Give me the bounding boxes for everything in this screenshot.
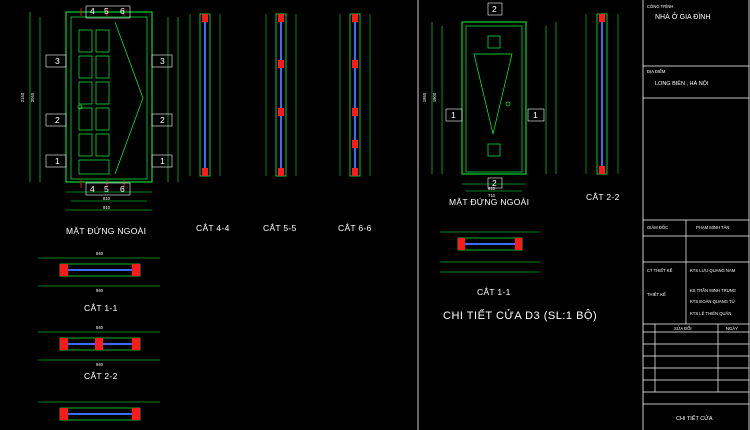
- left-bottom-mark-5: 5: [104, 184, 110, 194]
- section-5-5-strip: [265, 13, 297, 177]
- right-side-mark-2: 2: [160, 115, 166, 125]
- right-height-dim-inner: 1900: [432, 92, 438, 103]
- right-top-mark: 2: [492, 4, 498, 14]
- left-plan-sections: [38, 257, 160, 421]
- left-height-dim-inner: 2060: [30, 92, 36, 103]
- project-name: NHÀ Ở GIA ĐÌNH: [655, 14, 711, 21]
- right-side-mark-3: 3: [160, 56, 166, 66]
- section-6-6-strip: [339, 13, 371, 177]
- chief-design-label: CT THIẾT KẾ: [647, 268, 673, 273]
- plan-2-2-dim-outer: 940: [96, 362, 103, 367]
- detail-title: CHI TIẾT CỬA D3 (SL:1 BỘ): [443, 310, 598, 322]
- sheet-frame: [417, 0, 750, 430]
- left-bottom-mark-6: 6: [120, 184, 126, 194]
- plan-1-1: [38, 257, 160, 287]
- left-width-dim-outer: 910: [103, 205, 110, 210]
- left-width-dim-inner: 810: [103, 196, 110, 201]
- plan-3-3: [38, 401, 160, 421]
- date-header: NGÀY: [726, 326, 738, 331]
- plan-1-1-dim-inner: 840: [96, 251, 103, 256]
- section-6-6-label: CẮT 6-6: [338, 223, 372, 233]
- left-height-dim-outer: 2150: [20, 92, 26, 103]
- right-bottom-mark: 2: [492, 178, 498, 188]
- design-label: THIẾT KẾ: [647, 292, 666, 297]
- left-side-mark-1: 1: [55, 156, 61, 166]
- right-section-strip: [585, 13, 619, 175]
- right-width-dim-inner: 610: [488, 186, 495, 191]
- location-value: LONG BIÊN , HÀ NỘI: [655, 81, 709, 87]
- left-section-strips: [189, 13, 371, 177]
- plan-2-2-dim-inner: 840: [96, 325, 103, 330]
- plan-2-2: [38, 331, 160, 361]
- section-4-4-label: CẮT 4-4: [196, 223, 230, 233]
- right-door-elevation: [431, 2, 619, 273]
- designer-1: KS TRẦN MINH TRUNG: [690, 288, 736, 293]
- plan-1-1-dim-outer: 940: [96, 288, 103, 293]
- sheet-title: CHI TIẾT CỬA: [676, 416, 713, 422]
- left-side-mark-2: 2: [55, 115, 61, 125]
- location-label: ĐỊA ĐIỂM: [647, 69, 666, 74]
- right-elevation-label: MẶT ĐỨNG NGOÀI: [449, 197, 530, 207]
- designer-2: KTS ĐOÀN QUANG TÚ: [690, 299, 735, 304]
- left-top-mark-5: 5: [104, 6, 110, 16]
- chief-design-name: KTS LƯU QUANG NAM: [690, 268, 736, 273]
- left-top-mark-6: 6: [120, 6, 126, 16]
- project-label: CÔNG TRÌNH: [647, 4, 674, 9]
- left-elevation-label: MẶT ĐỨNG NGOÀI: [66, 226, 147, 236]
- plan-2-2-label: CẮT 2-2: [84, 371, 118, 381]
- director-label: GIÁM ĐỐC: [647, 225, 669, 230]
- right-right-mark: 1: [533, 110, 539, 120]
- right-section-2-2-label: CẮT 2-2: [586, 192, 620, 202]
- revision-header: SỬA ĐỔI: [674, 326, 692, 331]
- section-4-4-strip: [189, 13, 221, 177]
- left-top-mark-4: 4: [90, 6, 96, 16]
- left-door-elevation: [29, 5, 179, 211]
- designer-3: KTS LÊ THIÊN QUÂN: [690, 311, 732, 316]
- plan-1-1-label: CẮT 1-1: [84, 303, 118, 313]
- director-name: PHẠM MINH TÂN: [696, 225, 730, 230]
- section-5-5-label: CẮT 5-5: [263, 223, 297, 233]
- left-bottom-mark-4: 4: [90, 184, 96, 194]
- right-height-dim-outer: 1950: [422, 92, 428, 103]
- right-section-1-1-label: CẮT 1-1: [477, 287, 511, 297]
- title-block-grid: [643, 65, 749, 405]
- left-side-mark-3: 3: [55, 56, 61, 66]
- right-width-dim-outer: 710: [488, 193, 495, 198]
- right-left-mark: 1: [451, 110, 457, 120]
- right-plan-1-1: [440, 231, 540, 273]
- right-side-mark-1: 1: [160, 156, 166, 166]
